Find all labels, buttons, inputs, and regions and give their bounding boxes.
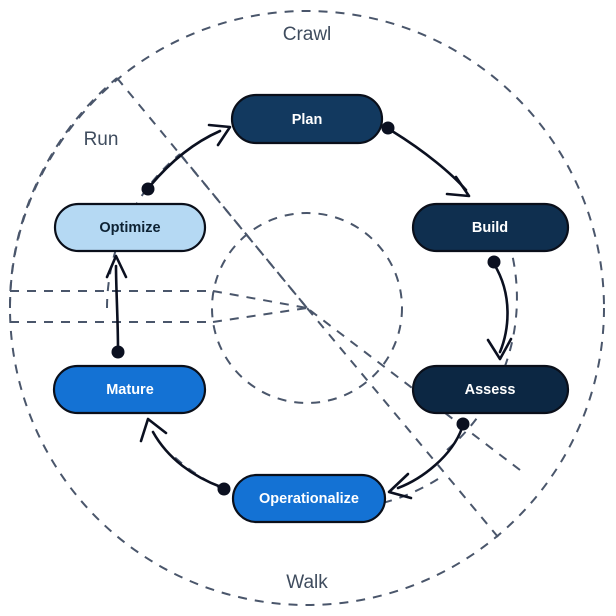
arrow-head <box>139 417 168 443</box>
node-optimize-label: Optimize <box>99 220 160 236</box>
flow-line <box>114 264 120 352</box>
flow-start-dot <box>456 417 470 431</box>
node-operationalize-shape[interactable] <box>231 473 387 524</box>
flow-start-dot <box>217 482 231 496</box>
outer-ring-circle <box>9 10 605 606</box>
flow-start-dot <box>141 182 155 196</box>
node-build[interactable]: Build <box>411 202 570 253</box>
node-plan-label: Plan <box>292 112 323 128</box>
crawl-inner-arc-right <box>446 229 518 451</box>
flow-start-dot <box>487 255 501 269</box>
node-mature-shape[interactable] <box>52 364 207 415</box>
flow-plan-to-build <box>381 121 471 198</box>
arrow-head <box>105 254 128 279</box>
flow-mature-to-optimize <box>105 254 128 359</box>
flow-line <box>151 430 223 489</box>
node-operationalize-label: Operationalize <box>259 491 359 507</box>
flow-line <box>148 129 222 188</box>
flow-build-to-assess <box>486 255 513 361</box>
flow-optimize-to-plan <box>141 123 232 196</box>
arrow-head <box>387 472 413 500</box>
flow-line <box>492 262 509 354</box>
arrow-head <box>486 337 513 361</box>
process-nodes: Plan Build Assess Operationalize Mature <box>52 93 570 524</box>
flow-operationalize-to-mature <box>139 417 231 496</box>
flow-line <box>396 426 464 490</box>
node-assess-shape[interactable] <box>411 364 570 415</box>
node-plan-shape[interactable] <box>230 93 384 145</box>
node-assess[interactable]: Assess <box>411 364 570 415</box>
stage-labels: Crawl Run Walk <box>84 24 332 593</box>
flow-start-dot <box>111 345 125 359</box>
arrow-head <box>445 175 471 198</box>
node-operationalize[interactable]: Operationalize <box>231 473 387 524</box>
crawl-right-radial <box>306 307 521 471</box>
node-build-shape[interactable] <box>411 202 570 253</box>
inner-hub-circle <box>211 212 403 404</box>
run-inner-to-divider <box>212 290 308 309</box>
node-build-label: Build <box>472 220 508 236</box>
node-plan[interactable]: Plan <box>230 93 384 145</box>
flow-assess-to-operationalize <box>387 417 470 500</box>
node-mature[interactable]: Mature <box>52 364 207 415</box>
flow-line <box>390 129 468 192</box>
node-assess-label: Assess <box>465 382 516 398</box>
run-sector-arc <box>8 77 118 309</box>
node-optimize[interactable]: Optimize <box>53 202 207 253</box>
node-mature-label: Mature <box>106 382 154 398</box>
stage-label-walk: Walk <box>286 572 328 593</box>
stage-label-crawl: Crawl <box>283 24 332 45</box>
walk-inner-to-divider <box>212 307 308 323</box>
arrow-head <box>207 123 232 147</box>
flow-start-dot <box>381 121 395 135</box>
stage-label-run: Run <box>84 129 119 150</box>
node-optimize-shape[interactable] <box>53 202 207 253</box>
flow-arrows <box>105 121 513 500</box>
